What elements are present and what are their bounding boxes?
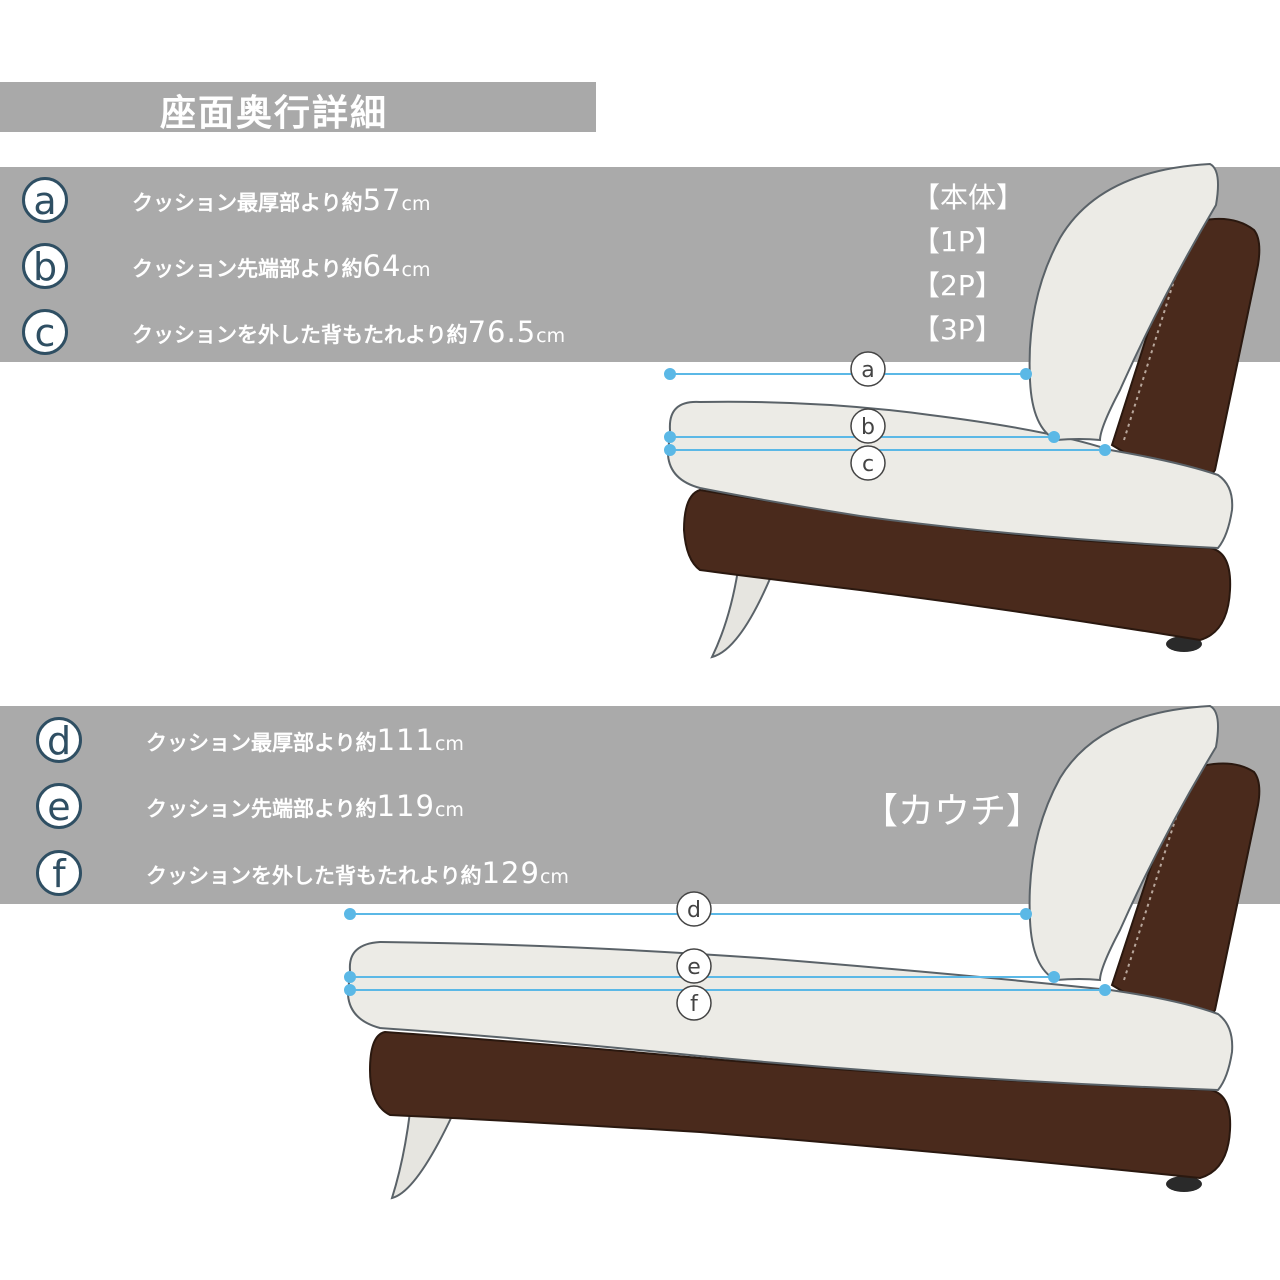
- dimension-end: [344, 971, 356, 983]
- spec-row-e: e クッション先端部より約119cm: [36, 783, 464, 829]
- variant-main: 【本体】: [912, 181, 1025, 214]
- spec-value: 111: [376, 723, 435, 757]
- back-pillow: [1028, 162, 1219, 442]
- sofa-couch-illustration: d e f: [344, 704, 1261, 1200]
- dimension-end: [664, 444, 676, 456]
- dimension-marker-e-label: e: [687, 955, 701, 980]
- dimension-end: [1099, 444, 1111, 456]
- dimension-marker-f: [676, 985, 712, 1021]
- dimension-marker-a: [850, 351, 886, 387]
- spec-row-b: b クッション先端部より約64cm: [22, 243, 430, 289]
- variant-2p: 【2P】: [912, 269, 1003, 302]
- spec-unit: cm: [401, 259, 431, 281]
- spec-unit: cm: [401, 193, 431, 215]
- dimension-end: [1020, 908, 1032, 920]
- dimension-marker-b-label: b: [861, 415, 875, 440]
- page-title: 座面奥行詳細: [160, 92, 389, 134]
- spec-unit: cm: [536, 325, 566, 347]
- variant-3p: 【3P】: [912, 313, 1003, 346]
- dimension-end: [344, 908, 356, 920]
- dimension-end: [664, 368, 676, 380]
- spec-text: クッション先端部より約: [132, 257, 363, 281]
- spec-label: クッションを外した背もたれより約129cm: [146, 856, 569, 890]
- spec-row-d: d クッション最厚部より約111cm: [36, 717, 464, 763]
- variant-couch: 【カウチ】: [862, 791, 1043, 832]
- spec-value: 129: [481, 856, 540, 890]
- spec-text: クッション最厚部より約: [146, 731, 377, 755]
- spec-text: クッションを外した背もたれより約: [146, 864, 482, 888]
- dimension-end: [344, 984, 356, 996]
- spec-value: 76.5: [467, 315, 537, 349]
- dimension-marker-b: [850, 408, 886, 444]
- spec-text: クッション先端部より約: [146, 797, 377, 821]
- sofa-base: [368, 1030, 1232, 1180]
- spec-unit: cm: [434, 733, 464, 755]
- dimension-end: [1099, 984, 1111, 996]
- marker-d: d: [36, 717, 82, 763]
- spec-label: クッションを外した背もたれより約76.5cm: [132, 315, 565, 349]
- dimension-marker-c-label: c: [862, 452, 874, 477]
- dimension-marker-f-label: f: [690, 992, 699, 1017]
- spec-row-a: a クッション最厚部より約57cm: [22, 177, 430, 223]
- dimension-marker-d: [676, 891, 712, 927]
- marker-e: e: [36, 783, 82, 829]
- marker-f: f: [36, 850, 82, 896]
- spec-label: クッション最厚部より約111cm: [146, 723, 464, 757]
- sofa-leg: [710, 568, 774, 659]
- backrest-stitch: [1123, 235, 1189, 441]
- dimension-end: [1020, 368, 1032, 380]
- marker-b: b: [22, 243, 68, 289]
- marker-c: c: [22, 309, 68, 355]
- sofa-foot: [1166, 636, 1202, 652]
- dimension-end: [1048, 431, 1060, 443]
- dimension-marker-a-label: a: [861, 358, 874, 383]
- dimension-marker-e: [676, 948, 712, 984]
- spec-value: 119: [376, 789, 435, 823]
- dimension-marker-d-label: d: [687, 898, 701, 923]
- spec-label: クッション最厚部より約57cm: [132, 183, 430, 217]
- variant-1p: 【1P】: [912, 225, 1003, 258]
- spec-unit: cm: [434, 799, 464, 821]
- variant-list: 【本体】 【1P】 【2P】 【3P】: [912, 176, 1024, 352]
- sofa-leg: [390, 1110, 454, 1200]
- spec-value: 64: [362, 249, 402, 283]
- dimension-end: [1048, 971, 1060, 983]
- spec-row-f: f クッションを外した背もたれより約129cm: [36, 850, 569, 896]
- title-band: [0, 82, 596, 132]
- marker-a: a: [22, 177, 68, 223]
- dimension-marker-c: [850, 445, 886, 481]
- spec-unit: cm: [539, 866, 569, 888]
- spec-row-c: c クッションを外した背もたれより約76.5cm: [22, 309, 565, 355]
- spec-value: 57: [362, 183, 402, 217]
- spec-label: クッション先端部より約64cm: [132, 249, 430, 283]
- dimension-end: [664, 431, 676, 443]
- spec-text: クッションを外した背もたれより約: [132, 323, 468, 347]
- sofa-foot: [1166, 1176, 1202, 1192]
- seat-cushion: [666, 400, 1234, 550]
- spec-text: クッション最厚部より約: [132, 191, 363, 215]
- spec-label: クッション先端部より約119cm: [146, 789, 464, 823]
- seat-cushion: [346, 940, 1234, 1092]
- sofa-1p-illustration: a b c: [664, 162, 1261, 659]
- back-pillow: [1028, 704, 1219, 982]
